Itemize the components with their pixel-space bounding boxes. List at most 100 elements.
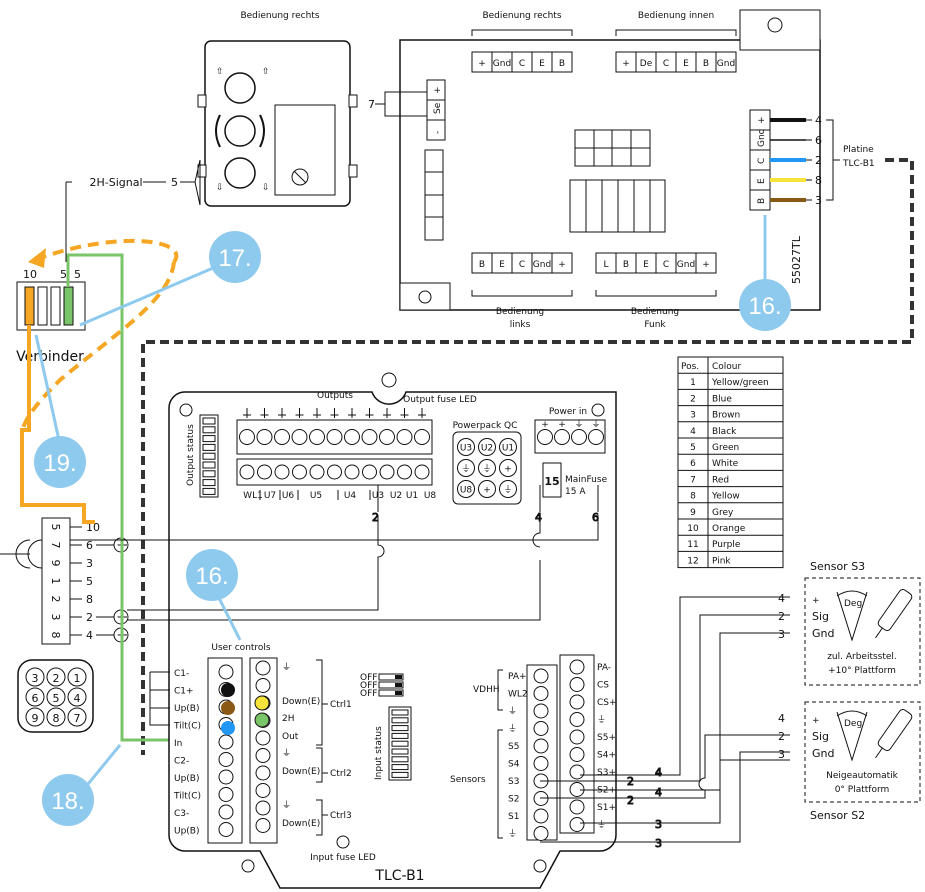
output-terminal <box>344 429 360 445</box>
svg-text:U3: U3 <box>460 444 472 454</box>
table-cell: 3 <box>690 411 696 421</box>
svg-text:Funk: Funk <box>644 320 666 330</box>
sensor-left-label: S2 <box>508 795 519 805</box>
svg-text:E: E <box>539 59 545 69</box>
control-label: 2H <box>282 714 295 724</box>
input-terminal <box>218 752 234 767</box>
control-label: Out <box>282 732 299 742</box>
output-terminal <box>344 464 360 480</box>
output-terminal <box>274 464 290 480</box>
power-in-terminal <box>571 429 587 445</box>
svg-text:3: 3 <box>815 194 822 207</box>
status-led <box>202 470 216 478</box>
tilt-sensor-icon <box>875 589 913 639</box>
svg-text:+: + <box>812 596 820 606</box>
sensor-right-label: CS+ <box>597 698 617 708</box>
sensor-left-label: ⏚ <box>508 724 517 735</box>
sensor-terminal <box>533 686 549 701</box>
svg-text:U8: U8 <box>424 491 437 501</box>
svg-text:WL1: WL1 <box>243 491 263 501</box>
sensor-terminal <box>533 738 549 754</box>
svg-text:⇩: ⇩ <box>262 183 270 193</box>
svg-text:6: 6 <box>815 134 822 147</box>
sensor-s2: Sensor S2 4 2 3 + Sig Gnd Deg Neigeautom… <box>778 701 921 822</box>
output-terminal <box>396 429 413 445</box>
status-led <box>391 732 409 739</box>
input-terminal <box>218 787 234 802</box>
svg-text:U4: U4 <box>344 491 357 501</box>
svg-text:3: 3 <box>655 818 662 831</box>
sensor-left-label: S1 <box>508 812 519 822</box>
sensor-terminal <box>569 799 585 815</box>
sensor-terminal <box>533 826 549 841</box>
svg-text:De: De <box>640 59 653 69</box>
sensor-right-label: S3+ <box>597 768 616 778</box>
table-cell: Orange <box>712 524 746 534</box>
ctrl-group-label: Ctrl3 <box>330 811 352 821</box>
control-terminal <box>255 748 271 763</box>
status-led <box>391 709 409 716</box>
status-led <box>391 717 409 724</box>
up-button-icon <box>224 72 256 104</box>
control-terminal <box>255 730 271 746</box>
verbinder-label: Verbinder <box>16 349 84 365</box>
svg-text:⇧: ⇧ <box>216 67 224 77</box>
svg-text:L: L <box>603 260 608 270</box>
yellow-wire-dot <box>254 695 270 711</box>
svg-text:Deg: Deg <box>844 599 862 609</box>
callout-17 <box>209 231 261 283</box>
svg-text:Neigeautomatik: Neigeautomatik <box>826 771 899 781</box>
svg-text:5: 5 <box>60 268 67 281</box>
svg-text:TLC-B1: TLC-B1 <box>842 159 875 169</box>
svg-text:U7: U7 <box>264 491 276 501</box>
svg-text:⇧: ⇧ <box>262 67 270 77</box>
output-terminal <box>379 429 395 445</box>
svg-text:Sig: Sig <box>812 730 829 743</box>
ctrl-group-label: Ctrl2 <box>330 769 352 779</box>
pin-left-number: 8 <box>49 632 62 639</box>
svg-text:C: C <box>757 158 767 164</box>
table-cell: 7 <box>690 475 696 485</box>
svg-text:+: + <box>504 465 512 475</box>
svg-text:C: C <box>519 260 525 270</box>
svg-text:Deg: Deg <box>844 719 862 729</box>
svg-text:+: + <box>483 486 491 496</box>
pin-left-number: 7 <box>49 542 62 549</box>
table-cell: 8 <box>690 492 696 502</box>
input-label: Up(B) <box>174 704 200 714</box>
status-led <box>391 771 409 778</box>
powerpack-cell <box>478 459 496 477</box>
control-label: ⏚ <box>282 800 291 811</box>
powerpack-cell <box>478 480 496 498</box>
output-status-label: Output status <box>186 424 196 486</box>
pin-right-number: 6 <box>86 539 93 552</box>
svg-text:C: C <box>519 59 525 69</box>
svg-text:9: 9 <box>32 712 39 725</box>
control-label: ⏚ <box>282 748 291 759</box>
svg-text:Bedienung innen: Bedienung innen <box>638 11 714 21</box>
input-terminal <box>218 769 234 785</box>
svg-text:3: 3 <box>32 672 39 685</box>
svg-text:5: 5 <box>74 268 81 281</box>
svg-text:E: E <box>757 178 767 184</box>
svg-text:16.: 16. <box>748 293 781 320</box>
svg-text:U1: U1 <box>406 491 418 501</box>
table-header: Pos. <box>681 362 699 372</box>
svg-text:4: 4 <box>535 511 542 524</box>
svg-text:Gnd: Gnd <box>812 747 834 760</box>
control-label: Down(E) <box>282 697 320 707</box>
table-cell: 12 <box>687 556 698 566</box>
svg-text:2: 2 <box>627 794 634 807</box>
sensor-terminal <box>569 747 585 762</box>
platine-cable <box>141 158 914 755</box>
dip-switch <box>378 673 404 681</box>
table-header: Colour <box>712 362 742 372</box>
status-led <box>202 452 216 460</box>
output-terminal <box>327 464 342 480</box>
plug-pin <box>25 707 45 727</box>
svg-text:+: + <box>622 59 630 69</box>
control-terminal <box>255 765 271 781</box>
